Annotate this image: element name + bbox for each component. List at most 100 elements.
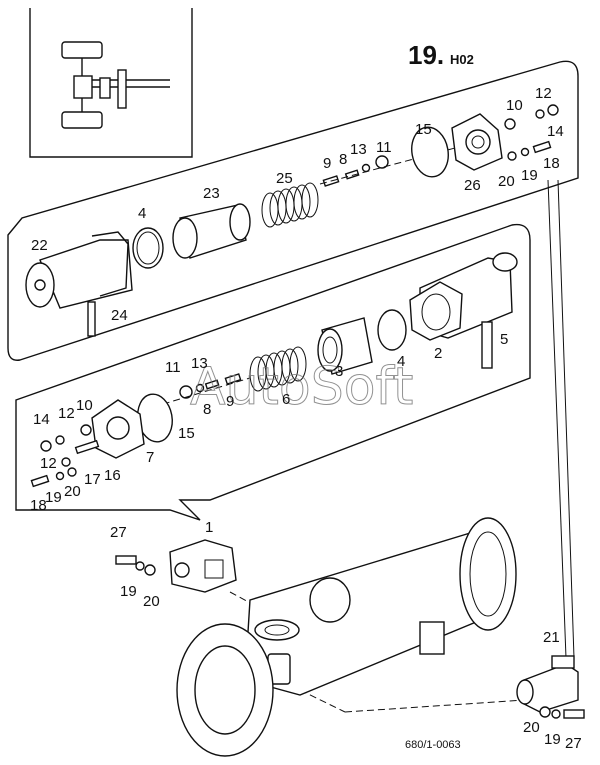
screw-16 bbox=[74, 439, 100, 455]
part-label: 26 bbox=[464, 177, 481, 194]
part-label: 11 bbox=[376, 139, 392, 156]
cylinder-housing-22 bbox=[25, 231, 133, 309]
spring-25 bbox=[261, 182, 319, 228]
pin-24 bbox=[87, 301, 96, 337]
part-label: 19 bbox=[521, 167, 538, 184]
part-label: 14 bbox=[547, 123, 564, 140]
part-label: 20 bbox=[143, 593, 160, 610]
part-label: 17 bbox=[84, 471, 101, 488]
part-label: 13 bbox=[191, 355, 208, 372]
part-label: 12 bbox=[535, 85, 552, 102]
part-label: 19 bbox=[45, 489, 62, 506]
part-label: 20 bbox=[523, 719, 540, 736]
bracket-1 bbox=[169, 539, 237, 593]
ring-4-upper bbox=[132, 227, 164, 269]
washer-20-right bbox=[539, 706, 551, 718]
part-label: 18 bbox=[543, 155, 560, 172]
part-label: 4 bbox=[397, 353, 405, 370]
part-label: 27 bbox=[565, 735, 582, 752]
spring-6 bbox=[249, 346, 307, 392]
bolt-27-right bbox=[563, 709, 585, 719]
nut-11-lower bbox=[179, 385, 193, 399]
washer-12-lower bbox=[55, 435, 65, 445]
part-label: 24 bbox=[111, 307, 128, 324]
washer-20-lower bbox=[67, 467, 77, 477]
screw-9-lower bbox=[224, 373, 242, 385]
part-label: 12 bbox=[40, 455, 57, 472]
part-label: 21 bbox=[543, 629, 560, 646]
part-label: 18 bbox=[30, 497, 47, 514]
page-suffix: H02 bbox=[450, 52, 474, 67]
cylinder-bracket-21 bbox=[516, 655, 579, 713]
leader-line-21 bbox=[547, 179, 567, 659]
part-label: 15 bbox=[415, 121, 432, 138]
part-label: 20 bbox=[64, 483, 81, 500]
nut-14-lower bbox=[40, 440, 52, 452]
part-label: 14 bbox=[33, 411, 50, 428]
nut-10-lower bbox=[80, 424, 92, 436]
leader-line-21b bbox=[557, 179, 575, 659]
part-label: 5 bbox=[500, 331, 508, 348]
ring-4-lower bbox=[377, 309, 407, 351]
watermark-text: AutoSoft bbox=[190, 357, 413, 417]
axle-housing bbox=[176, 517, 517, 757]
cover-7 bbox=[91, 399, 145, 459]
washer-20-upper bbox=[507, 151, 517, 161]
part-label: 12 bbox=[58, 405, 75, 422]
lockwasher-19-lower bbox=[55, 471, 65, 481]
cylinder-housing-2 bbox=[409, 252, 518, 341]
pin-5 bbox=[481, 321, 493, 369]
lower-assembly-frame bbox=[15, 223, 531, 521]
bolt-18-lower bbox=[30, 474, 50, 488]
gasket-15-upper bbox=[411, 126, 449, 178]
part-label: 16 bbox=[104, 467, 121, 484]
washer-13-lower bbox=[195, 383, 205, 393]
part-label: 3 bbox=[335, 363, 343, 380]
part-label: 10 bbox=[506, 97, 523, 114]
part-label: 11 bbox=[165, 359, 181, 376]
part-label: 19 bbox=[120, 583, 137, 600]
washer-13-upper bbox=[361, 163, 371, 173]
washer-12-upper bbox=[535, 109, 545, 119]
washer-17 bbox=[61, 457, 71, 467]
page-number: 19. bbox=[408, 40, 444, 70]
part-label: 19 bbox=[544, 731, 561, 748]
part-label: 7 bbox=[146, 449, 154, 466]
bolt-18-upper bbox=[532, 140, 552, 154]
part-label: 23 bbox=[203, 185, 220, 202]
part-label: 4 bbox=[138, 205, 146, 222]
part-labels: 22 24 4 23 25 9 8 13 11 15 26 10 12 14 1… bbox=[30, 85, 582, 752]
part-label: 13 bbox=[350, 141, 367, 158]
part-label: 6 bbox=[282, 391, 290, 408]
screw-8-lower bbox=[204, 379, 220, 390]
part-label: 8 bbox=[339, 151, 347, 168]
upper-assembly-frame bbox=[7, 60, 579, 361]
part-label: 9 bbox=[226, 393, 234, 410]
piston-23 bbox=[172, 203, 251, 259]
drawing-reference: 680/1-0063 bbox=[405, 739, 461, 751]
nut-11-upper bbox=[375, 155, 389, 169]
cover-26 bbox=[451, 113, 503, 171]
washer-20-left bbox=[144, 564, 156, 576]
part-label: 27 bbox=[110, 524, 127, 541]
part-label: 2 bbox=[434, 345, 442, 362]
part-label: 15 bbox=[178, 425, 195, 442]
bolt-27-left bbox=[115, 555, 137, 565]
part-label: 25 bbox=[276, 170, 293, 187]
lockwasher-19-left bbox=[135, 561, 145, 571]
part-label: 9 bbox=[323, 155, 331, 172]
screw-8-upper bbox=[344, 169, 360, 180]
part-label: 22 bbox=[31, 237, 48, 254]
nut-14-upper bbox=[547, 104, 559, 116]
nut-10-upper bbox=[504, 118, 516, 130]
lockwasher-19-upper bbox=[520, 147, 530, 157]
part-label: 10 bbox=[76, 397, 93, 414]
piston-3 bbox=[317, 317, 373, 375]
tractor-overview-inset bbox=[29, 8, 193, 158]
part-label: 1 bbox=[205, 519, 213, 536]
part-label: 8 bbox=[203, 401, 211, 418]
lockwasher-19-right bbox=[551, 709, 561, 719]
part-label: 20 bbox=[498, 173, 515, 190]
